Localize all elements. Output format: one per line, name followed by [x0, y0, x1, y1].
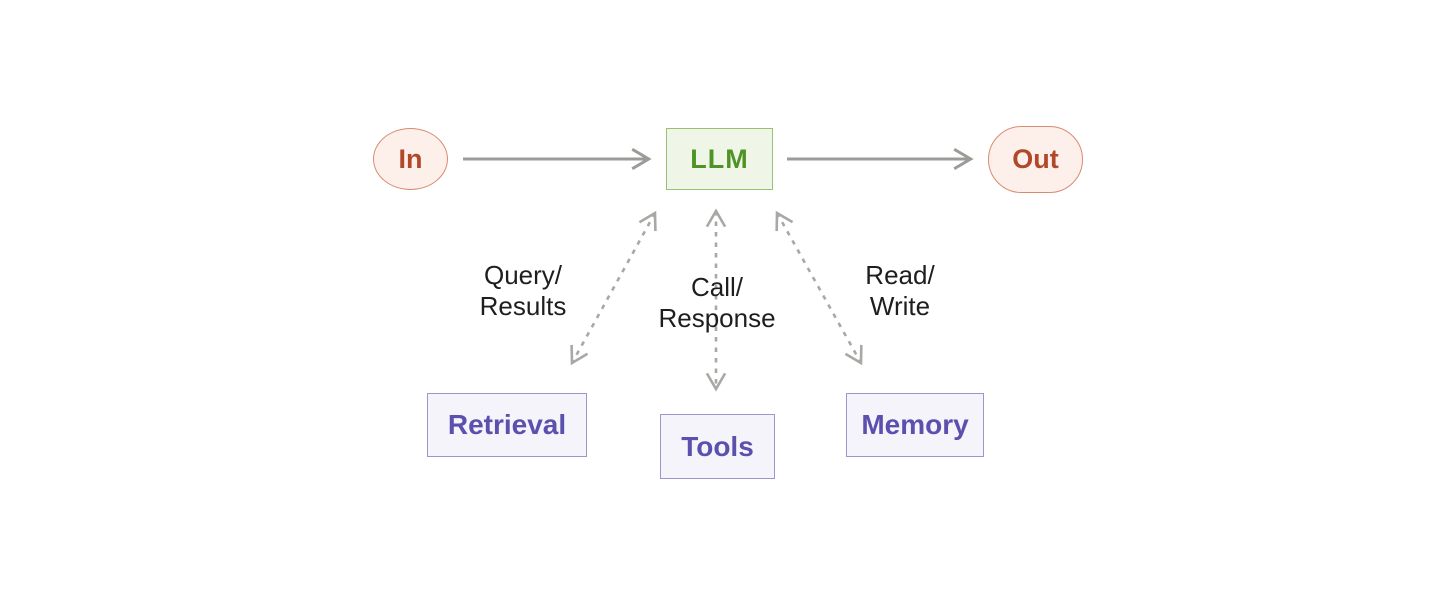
edge-llm-retrieval [570, 210, 657, 366]
node-memory-label: Memory [861, 409, 969, 440]
edge-label-read-line2: Write [869, 291, 931, 321]
edge-llm-memory [775, 210, 863, 366]
edge-label-query-line1: Query/ [483, 260, 563, 290]
node-tools: Tools [660, 414, 775, 479]
edge-label-call-response: Call/ Response [627, 272, 807, 334]
node-in-label: In [398, 143, 423, 174]
edge-label-read-write: Read/ Write [810, 260, 990, 322]
edge-label-query-line2: Results [479, 291, 567, 321]
node-llm: LLM [666, 128, 773, 190]
node-retrieval: Retrieval [427, 393, 587, 457]
node-tools-label: Tools [681, 430, 754, 462]
node-retrieval-label: Retrieval [447, 409, 567, 440]
edge-label-call-line1: Call/ [690, 272, 743, 302]
node-llm-label: LLM [690, 143, 749, 174]
node-in: In [373, 128, 448, 190]
edge-label-call-line2: Response [658, 303, 776, 333]
edge-label-query-results: Query/ Results [433, 260, 613, 322]
node-memory: Memory [846, 393, 984, 457]
edge-label-read-line1: Read/ [865, 260, 935, 290]
node-out-label: Out [1012, 144, 1059, 174]
node-out: Out [988, 126, 1083, 193]
